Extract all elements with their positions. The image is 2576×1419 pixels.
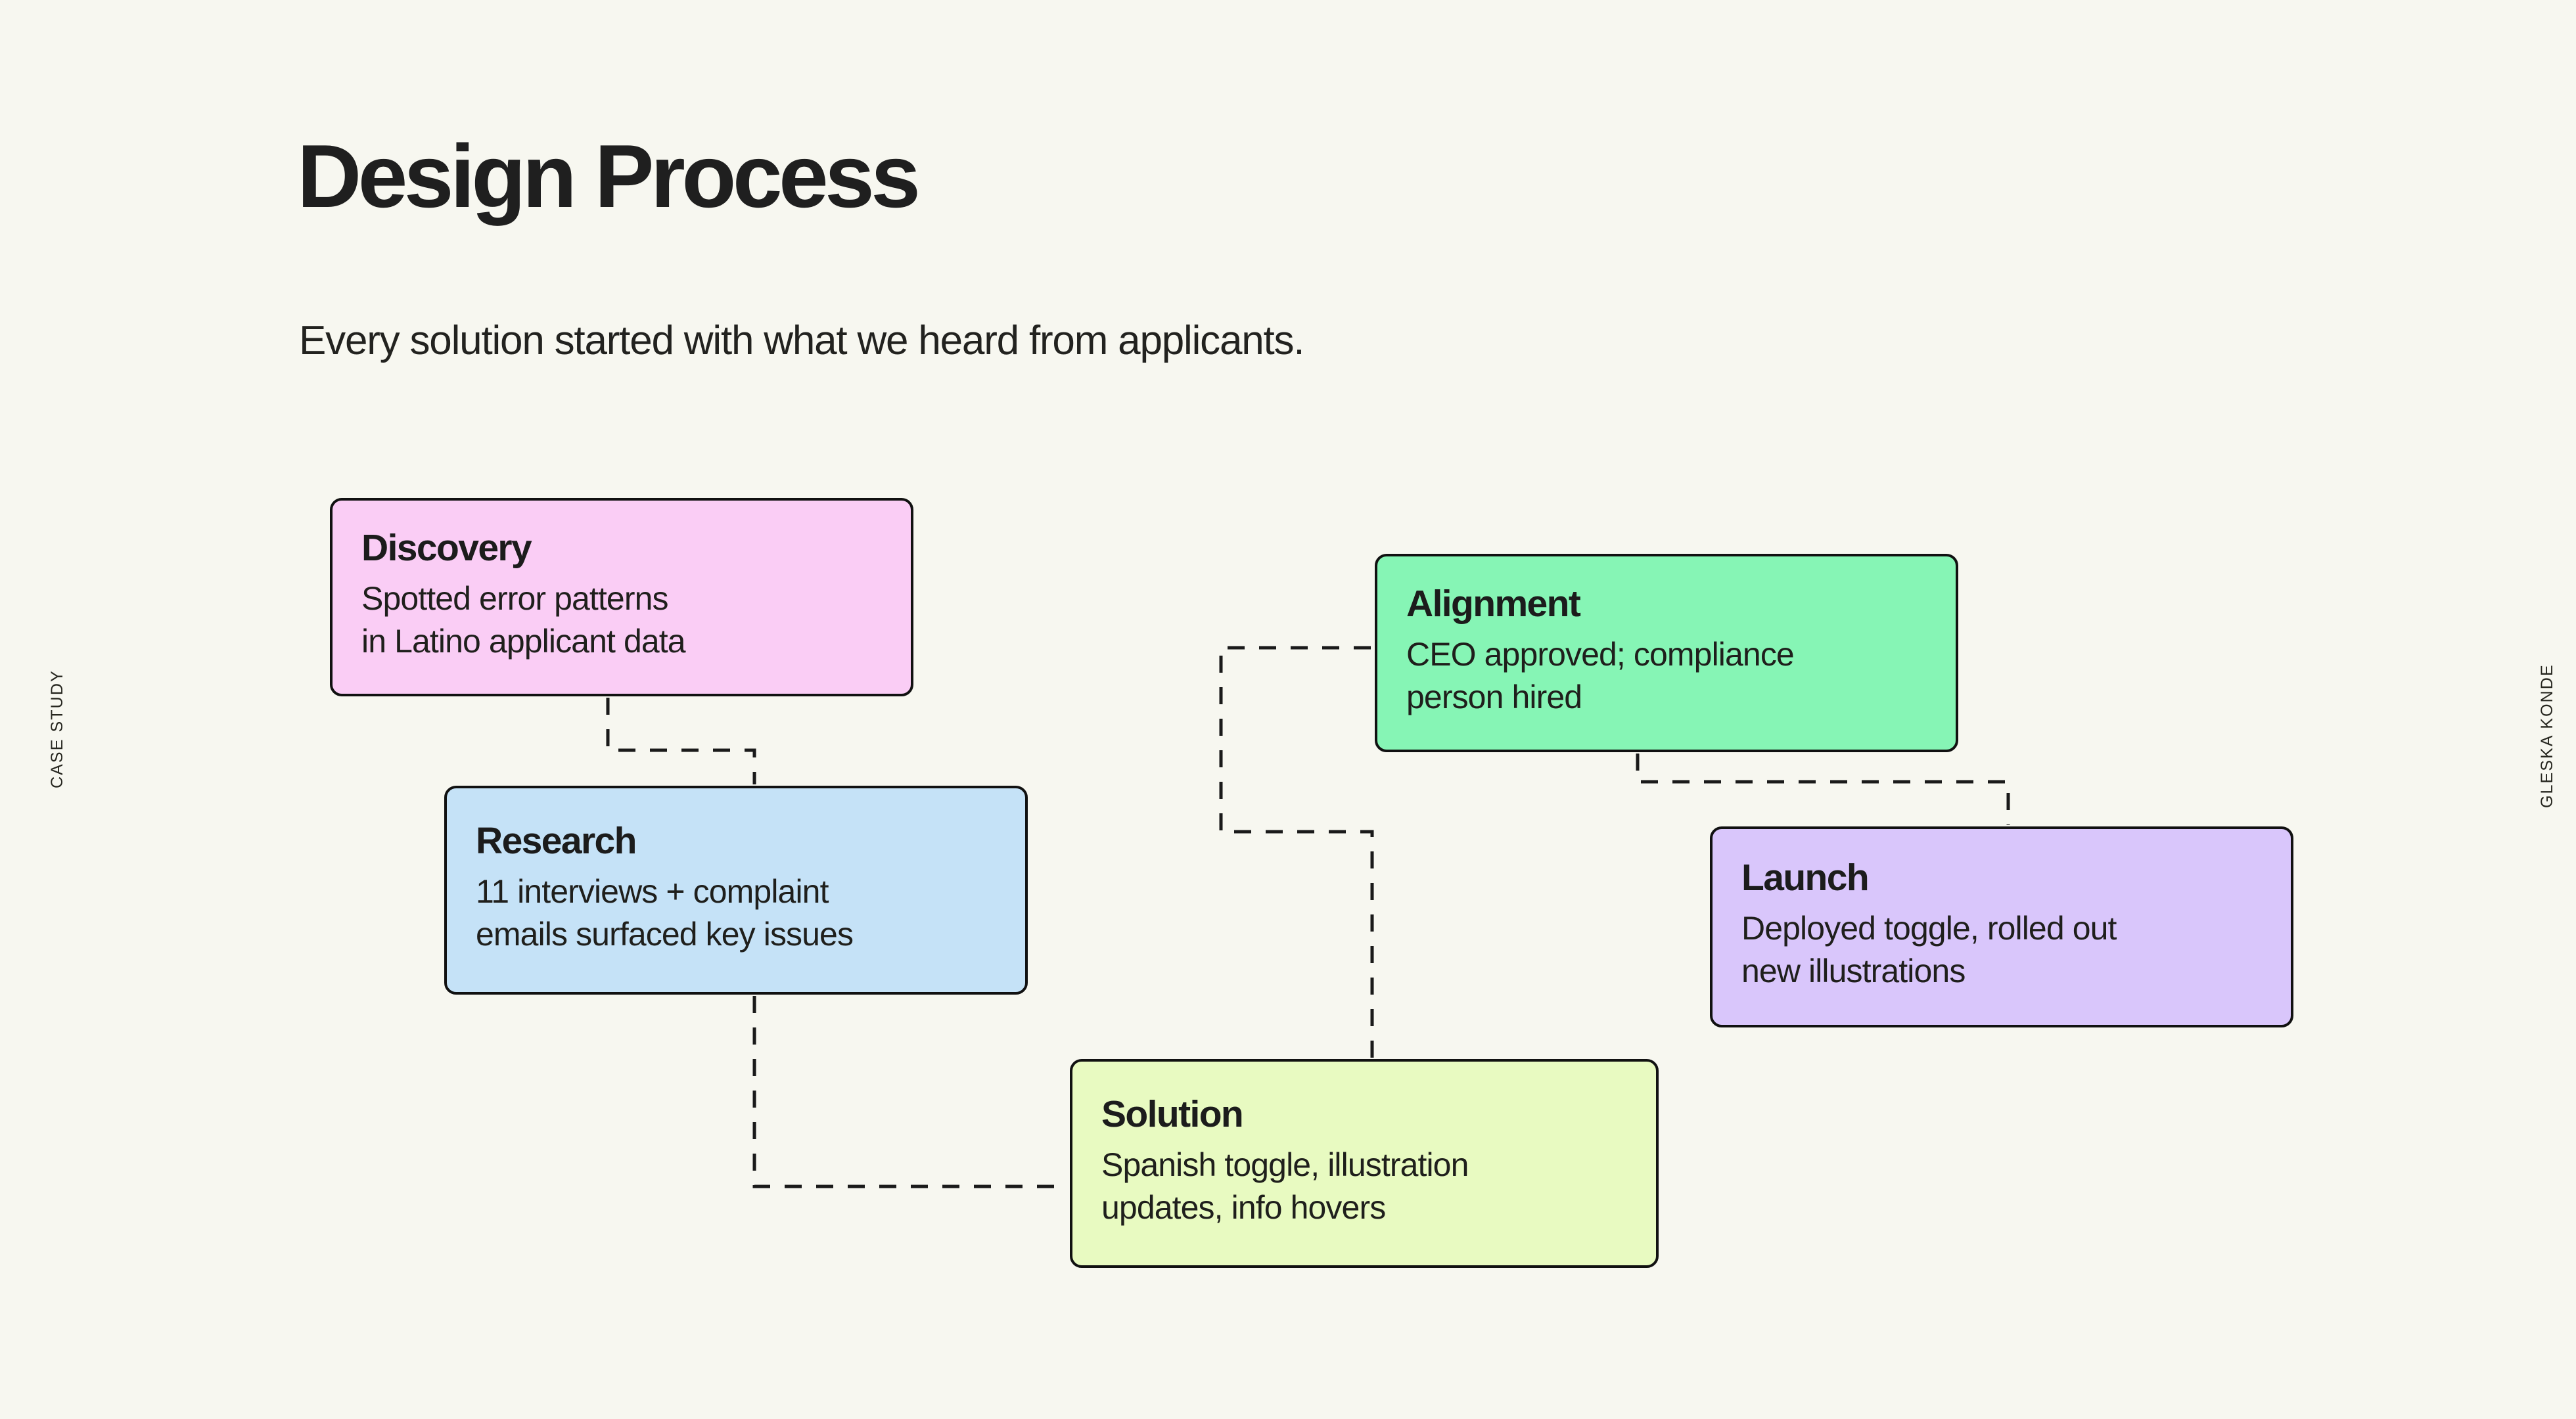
process-card-alignment[interactable]: Alignment CEO approved; compliance perso… — [1375, 554, 1958, 752]
connector-solution-alignment — [1219, 646, 1374, 1058]
card-body: CEO approved; compliance person hired — [1406, 635, 1795, 715]
connector-alignment-launch — [1636, 754, 2010, 825]
connector-discovery-research — [606, 698, 756, 784]
card-title: Launch — [1741, 857, 1870, 899]
card-body: Spotted error patterns in Latino applica… — [361, 579, 686, 660]
card-title: Solution — [1101, 1093, 1244, 1136]
card-title: Alignment — [1406, 583, 1581, 625]
card-body: Deployed toggle, rolled out new illustra… — [1741, 909, 2117, 989]
process-card-research[interactable]: Research 11 interviews + complaint email… — [444, 786, 1028, 995]
page-subtitle: Every solution started with what we hear… — [299, 318, 1305, 363]
card-title: Research — [476, 820, 637, 863]
process-card-launch[interactable]: Launch Deployed toggle, rolled out new i… — [1710, 826, 2293, 1027]
card-body: Spanish toggle, illustration updates, in… — [1101, 1146, 1469, 1226]
connector-research-solution — [752, 996, 1069, 1188]
process-card-discovery[interactable]: Discovery Spotted error patterns in Lati… — [330, 498, 913, 696]
page-title: Design Process — [297, 126, 921, 226]
card-title: Discovery — [361, 527, 532, 570]
process-card-solution[interactable]: Solution Spanish toggle, illustration up… — [1070, 1059, 1659, 1268]
card-body: 11 interviews + complaint emails surface… — [476, 872, 854, 953]
